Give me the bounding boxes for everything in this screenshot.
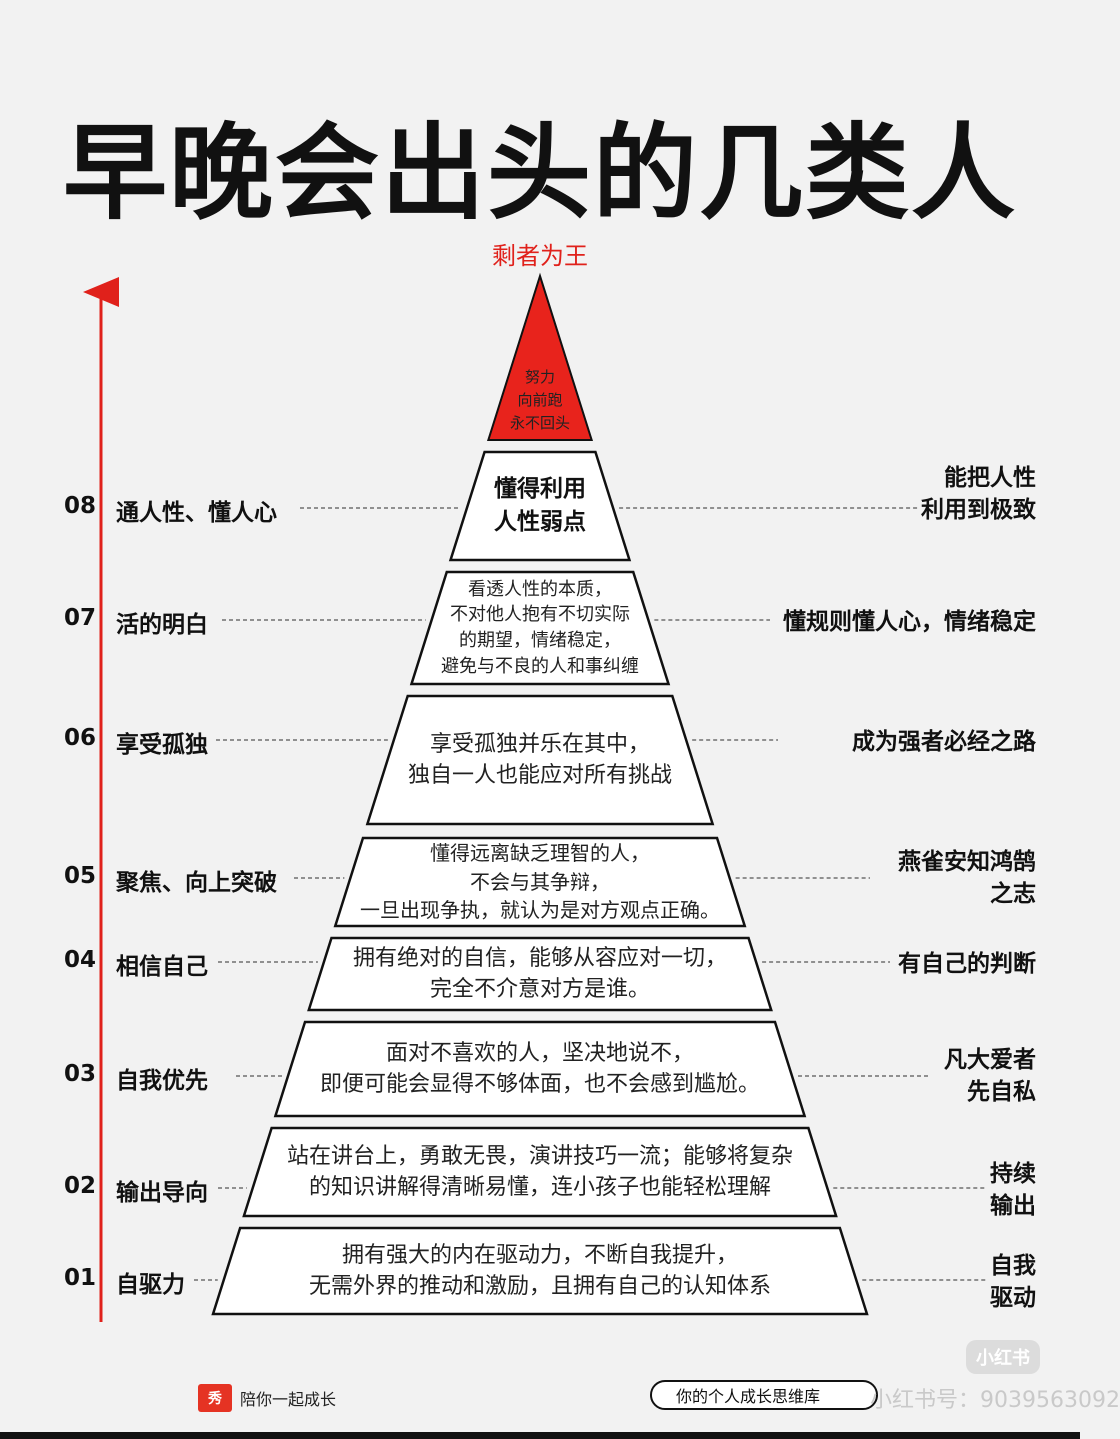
level-name: 相信自己: [116, 954, 208, 980]
level-description: 站在讲台上，勇敢无畏，演讲技巧一流；能够将复杂的知识讲解得清晰易懂，连小孩子也能…: [286, 1143, 793, 1200]
level-name: 聚焦、向上突破: [116, 870, 277, 896]
bottom-bar: [0, 1432, 1080, 1439]
page-title: 早晚会出头的几类人: [62, 112, 1017, 234]
level-description: 享受孤独并乐在其中，独自一人也能应对所有挑战: [407, 731, 672, 788]
pyramid-level-04: [307, 936, 773, 1012]
watermark-text: 小红书号：9039563092: [870, 1388, 1120, 1413]
pyramid-level-05: [333, 836, 747, 928]
level-right-note: 成为强者必经之路: [852, 729, 1036, 755]
pyramid-level-07: [409, 570, 671, 686]
pyramid-level-03: [273, 1020, 807, 1118]
level-number: 07: [64, 605, 97, 631]
level-description: 看透人性的本质，不对他人抱有不切实际的期望，情绪稳定，避免与不良的人和事纠缠: [440, 578, 639, 677]
pyramid-level-01: [211, 1226, 869, 1316]
level-description: 拥有绝对的自信，能够从容应对一切，完全不介意对方是谁。: [352, 945, 727, 1002]
pyramid-apex: [486, 272, 594, 441]
footer-pill: 你的个人成长思维库: [650, 1380, 878, 1410]
level-number: 05: [64, 863, 97, 889]
level-name: 输出导向: [116, 1180, 208, 1206]
level-description: 懂得远离缺乏理智的人，不会与其争辩，一旦出现争执，就认为是对方观点正确。: [360, 841, 720, 923]
level-name: 通人性、懂人心: [116, 500, 277, 526]
level-number: 02: [64, 1173, 97, 1199]
infographic: 早晚会出头的几类人 剩者为王 努力 向前跑 永不回头 08 通人性、懂人心 能把人性…: [0, 112, 1120, 1439]
level-right-note: 自我驱动: [990, 1253, 1036, 1311]
level-name: 自驱力: [116, 1272, 185, 1298]
level-name: 活的明白: [116, 612, 208, 638]
pyramid-level-02: [242, 1126, 838, 1218]
level-description: 面对不喜欢的人，坚决地说不，即便可能会显得不够体面，也不会感到尴尬。: [319, 1040, 760, 1097]
pyramid-top-label: 剩者为王: [492, 242, 588, 270]
pyramid-level-06: [365, 694, 715, 826]
level-right-note: 凡大爱者先自私: [944, 1047, 1036, 1105]
level-number: 01: [64, 1265, 97, 1291]
level-number: 04: [64, 947, 97, 973]
level-number: 08: [64, 493, 97, 519]
brand-logo-icon: 秀: [198, 1384, 232, 1412]
footer-brand: 秀 陪你一起成长: [198, 1384, 336, 1412]
level-name: 自我优先: [116, 1068, 208, 1094]
watermark-logo-icon: 小红书: [966, 1340, 1040, 1374]
level-right-note: 持续输出: [990, 1161, 1036, 1219]
level-right-note: 懂规则懂人心，情绪稳定: [783, 609, 1036, 635]
level-description: 懂得利用人性弱点: [493, 476, 586, 535]
pyramid-graphic: [83, 272, 986, 1322]
level-number: 03: [64, 1061, 97, 1087]
level-right-note: 有自己的判断: [898, 951, 1036, 977]
apex-text: 努力 向前跑 永不回头: [509, 368, 570, 432]
level-right-note: 燕雀安知鸿鹄之志: [898, 849, 1036, 907]
level-name: 享受孤独: [116, 732, 208, 758]
level-number: 06: [64, 725, 97, 751]
pyramid-level-08: [448, 450, 632, 562]
level-right-note: 能把人性利用到极致: [921, 465, 1036, 523]
footer-slogan: 陪你一起成长: [240, 1390, 337, 1409]
level-description: 拥有强大的内在驱动力，不断自我提升，无需外界的推动和激励，且拥有自己的认知体系: [308, 1242, 771, 1299]
